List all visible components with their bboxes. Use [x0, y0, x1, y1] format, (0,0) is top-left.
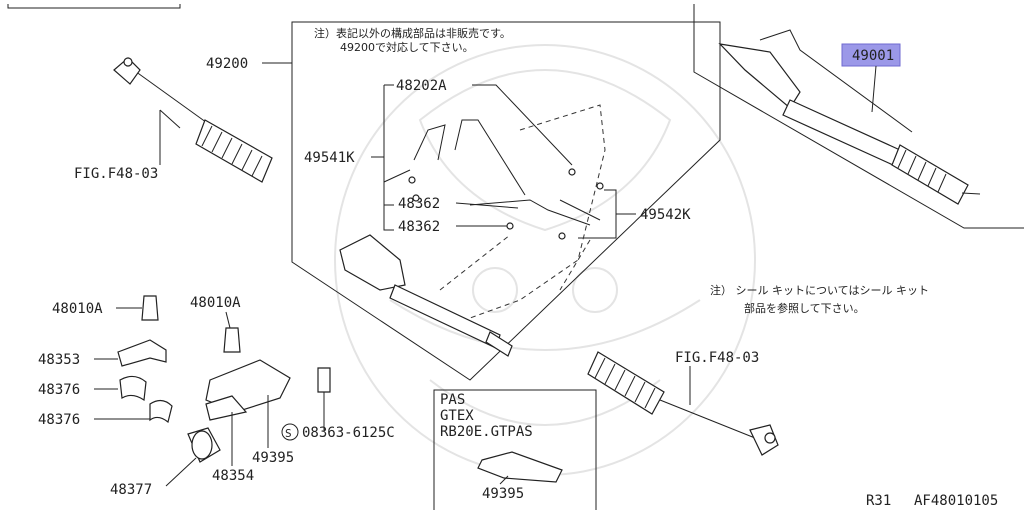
- bushing-48376-a: [119, 375, 147, 402]
- leader-48377: [165, 457, 197, 487]
- label-49541K: 49541K: [304, 150, 355, 166]
- pipe-dashed-path-b: [439, 234, 511, 291]
- leader-48202A: [384, 84, 573, 166]
- leader-49542K: [578, 189, 636, 239]
- fig-left-leader: [159, 109, 181, 129]
- label-48377: 48377: [110, 482, 152, 498]
- footer-code: AF48010105: [914, 493, 998, 509]
- bolt-08363: [317, 367, 331, 393]
- symbol-s: S: [285, 427, 292, 440]
- leader-49001: [871, 65, 877, 113]
- variant-line1: PAS: [440, 392, 465, 408]
- seal-note-line1: 注） シール キットについてはシール キット: [710, 283, 929, 297]
- bolt-48010A-mid: [223, 327, 241, 353]
- label-49542K: 49542K: [640, 207, 691, 223]
- variant-line2: GTEX: [440, 408, 474, 424]
- pipe-dashed-path-a: [469, 104, 606, 319]
- pipe-dashed-path-c: [559, 239, 591, 291]
- label-fig-right: FIG.F48-03: [675, 350, 759, 366]
- label-08363: 08363-6125C: [302, 425, 395, 441]
- bracket-49541K: [383, 85, 394, 231]
- bolt-48010A-left: [141, 295, 159, 321]
- cover-49395-variant: [477, 451, 563, 483]
- label-48376-a: 48376: [38, 382, 80, 398]
- label-48353: 48353: [38, 352, 80, 368]
- steering-gear-assembly: [718, 29, 981, 205]
- steering-gear-center: [339, 234, 513, 357]
- label-49395-box: 49395: [482, 486, 524, 502]
- part-number-highlight: [841, 43, 901, 67]
- leader-48010A-mid: [225, 311, 231, 329]
- complete-assembly-panel: [693, 4, 1024, 229]
- insulator-48377-face: [191, 430, 213, 460]
- label-48362-a: 48362: [398, 196, 440, 212]
- label-48376-b: 48376: [38, 412, 80, 428]
- variant-line3: RB20E.GTPAS: [440, 424, 533, 440]
- note-line2: 49200で対応して下さい。: [340, 40, 474, 54]
- variant-box: [433, 389, 597, 510]
- standard-part-symbol: [281, 423, 299, 441]
- footer-model: R31: [866, 493, 891, 509]
- label-49001: 49001: [852, 48, 894, 64]
- bushing-48376-b: [149, 399, 173, 424]
- label-48010A-left: 48010A: [52, 301, 103, 317]
- tie-rod-left: [113, 57, 273, 183]
- label-48010A-mid: 48010A: [190, 295, 241, 311]
- label-48354: 48354: [212, 468, 254, 484]
- pressure-pipes: [408, 119, 604, 240]
- label-49200: 49200: [206, 56, 248, 72]
- label-48202A: 48202A: [396, 78, 447, 94]
- label-48362-b: 48362: [398, 219, 440, 235]
- leader-49541K-ticks: [383, 169, 411, 206]
- seal-note-line2: 部品を参照して下さい。: [744, 301, 865, 315]
- corner-bracket: [7, 4, 181, 9]
- note-line1: 注）表記以外の構成部品は非販売です。: [314, 26, 511, 40]
- tie-rod-right: [587, 351, 779, 456]
- label-fig-left: FIG.F48-03: [74, 166, 158, 182]
- bracket-48354: [205, 395, 248, 421]
- leader-49395-box: [499, 475, 509, 485]
- assembly-outline: [291, 21, 721, 381]
- leader-48362-a: [455, 202, 519, 209]
- bracket-48353: [117, 339, 167, 367]
- label-49395: 49395: [252, 450, 294, 466]
